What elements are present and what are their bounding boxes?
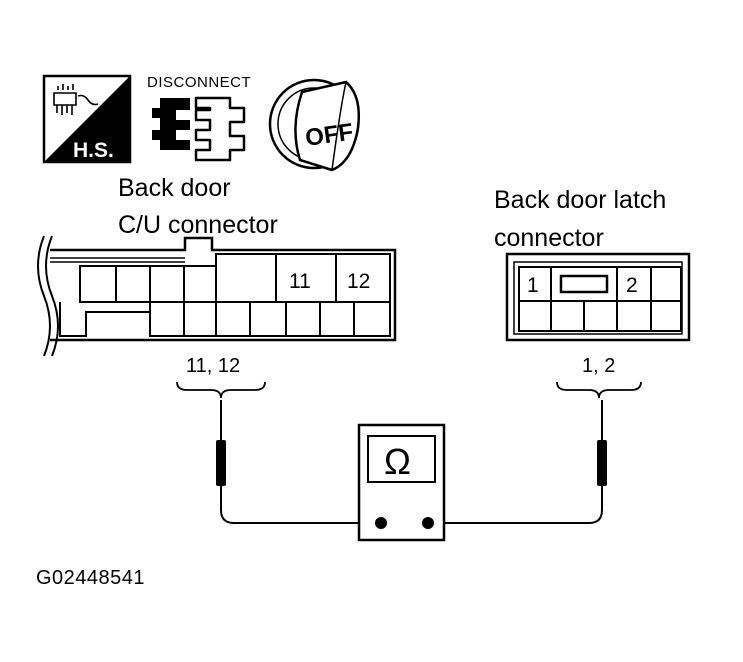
cu-probe-label: 11, 12 [186, 355, 240, 377]
disconnect-label: DISCONNECT [147, 74, 251, 91]
cu-pin-12-label: 12 [347, 270, 370, 293]
latch-pin-1-label: 1 [527, 274, 539, 297]
meter-terminal-right [422, 517, 434, 529]
harness-sensor-icon: H.S. [42, 74, 132, 164]
figure-code: G02448541 [36, 567, 146, 589]
latch-pin-2-label: 2 [626, 274, 638, 297]
disconnect-connector-icon: DISCONNECT [147, 74, 251, 162]
ohm-symbol-icon: Ω [384, 441, 411, 482]
latch-connector: 1 2 [505, 252, 691, 342]
ignition-off-icon: OFF [268, 78, 360, 172]
latch-connector-title-line1: Back door latch [494, 186, 667, 214]
left-test-probe [216, 400, 375, 524]
hs-text: H.S. [73, 139, 114, 162]
cu-probe-brace [176, 381, 266, 399]
ohmmeter: Ω [357, 423, 446, 542]
cu-connector: 11 12 [37, 235, 397, 357]
latch-probe-label: 1, 2 [582, 355, 615, 377]
cu-connector-title-line1: Back door [118, 174, 231, 202]
cu-pin-12 [335, 253, 391, 303]
cu-pin-11-label: 11 [289, 270, 311, 293]
latch-connector-title-line2: connector [494, 224, 604, 252]
right-test-probe [430, 400, 607, 524]
latch-probe-brace [556, 381, 642, 399]
meter-terminal-left [375, 517, 387, 529]
cu-connector-title-line2: C/U connector [118, 211, 278, 239]
off-text: OFF [304, 119, 355, 152]
